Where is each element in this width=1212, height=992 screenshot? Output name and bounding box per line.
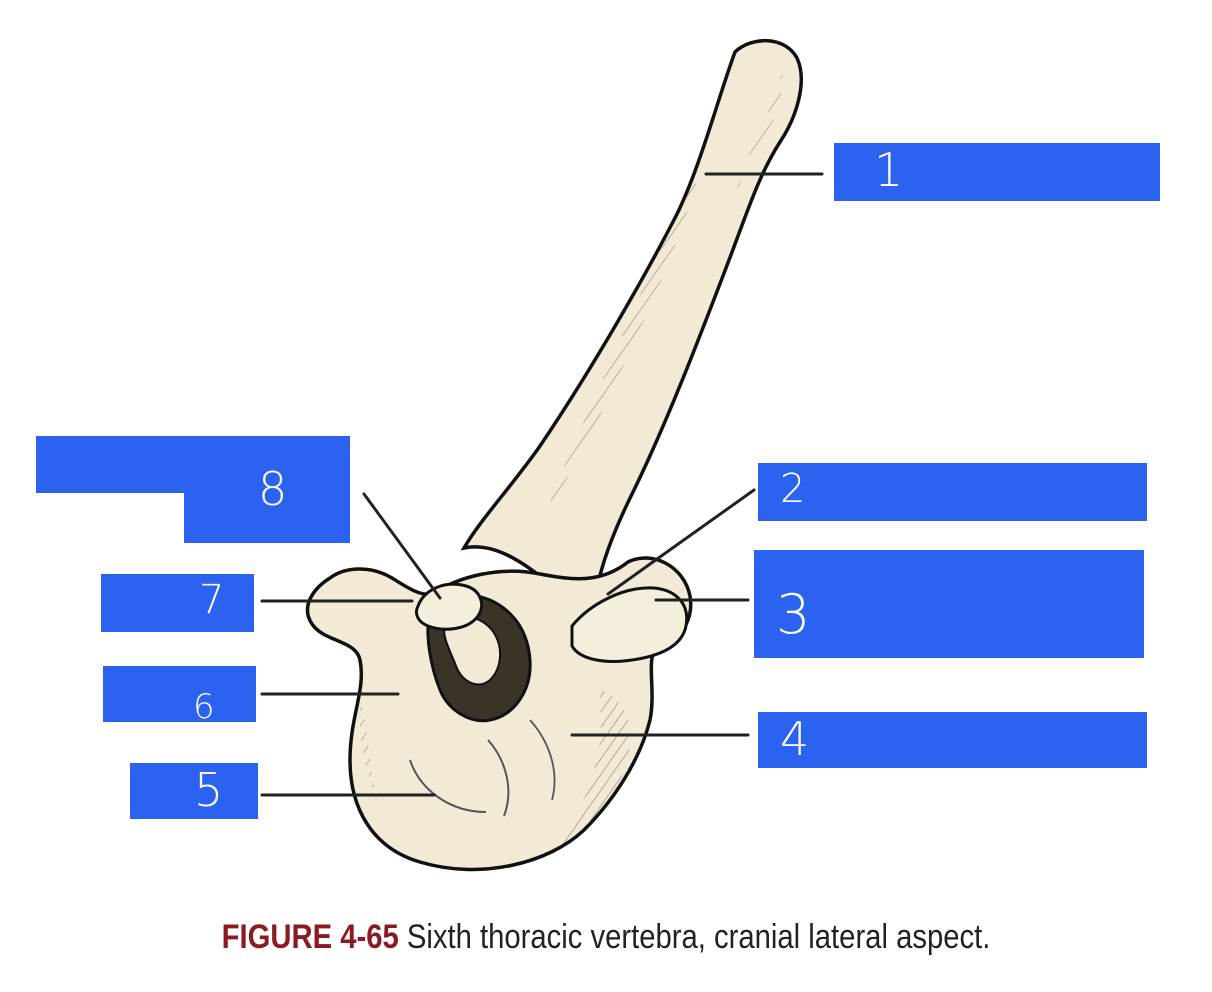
label-number-8: 8 bbox=[258, 462, 288, 516]
label-number-1: 1 bbox=[874, 143, 904, 197]
articular-process-shape bbox=[414, 582, 483, 631]
label-box-5[interactable]: 5 bbox=[130, 763, 258, 819]
label-number-3: 3 bbox=[776, 583, 811, 646]
label-number-5: 5 bbox=[194, 763, 224, 817]
vertebra-drawing bbox=[305, 39, 803, 872]
leader-line-8 bbox=[362, 492, 442, 600]
label-number-6: 6 bbox=[193, 687, 215, 727]
label-number-2: 2 bbox=[780, 466, 806, 512]
caption-text: Sixth thoracic vertebra, cranial lateral… bbox=[406, 918, 991, 956]
vertebra-illustration bbox=[260, 39, 824, 872]
label-box-3[interactable]: 3 bbox=[754, 550, 1144, 658]
label-box-2[interactable]: 2 bbox=[758, 463, 1147, 521]
figure-number: FIGURE 4-65 bbox=[221, 918, 399, 956]
label-box-8[interactable]: 8 bbox=[184, 466, 350, 543]
label-box-1[interactable]: 1 bbox=[834, 143, 1160, 201]
label-box-6[interactable]: 6 bbox=[103, 666, 256, 727]
leader-line-2 bbox=[606, 488, 756, 596]
transverse-process-shape bbox=[570, 586, 689, 663]
label-box-8-top bbox=[36, 436, 350, 493]
leader-lines bbox=[260, 172, 824, 797]
label-number-4: 4 bbox=[780, 712, 810, 766]
figure-caption: FIGURE 4-65 Sixth thoracic vertebra, cra… bbox=[85, 918, 1127, 957]
label-box-4[interactable]: 4 bbox=[758, 712, 1147, 768]
label-box-7[interactable]: 7 bbox=[101, 574, 254, 632]
label-number-7: 7 bbox=[199, 577, 225, 623]
